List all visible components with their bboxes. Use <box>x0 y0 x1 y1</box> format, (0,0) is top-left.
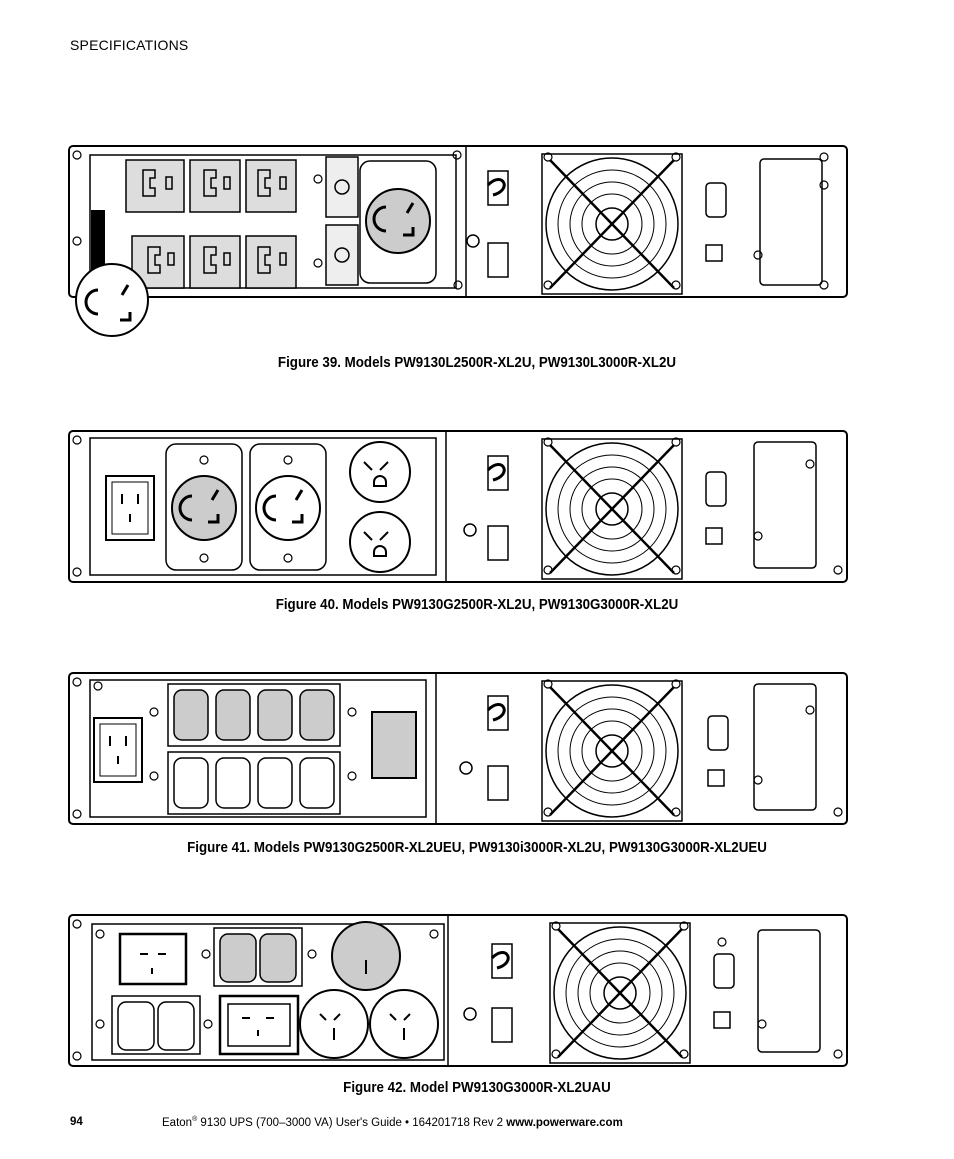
footer-brand: Eaton <box>162 1116 193 1129</box>
figure-39-illustration <box>68 145 848 345</box>
page-number: 94 <box>70 1116 83 1128</box>
figure-41-caption: Figure 41. Models PW9130G2500R-XL2UEU, P… <box>187 840 767 856</box>
footer-text: Eaton® 9130 UPS (700–3000 VA) User's Gui… <box>162 1116 623 1129</box>
figure-40-illustration <box>68 430 848 585</box>
figure-42-caption: Figure 42. Model PW9130G3000R-XL2UAU <box>343 1080 611 1096</box>
figure-42-illustration <box>68 914 848 1069</box>
figure-39-caption: Figure 39. Models PW9130L2500R-XL2U, PW9… <box>277 355 677 371</box>
figure-40-caption: Figure 40. Models PW9130G2500R-XL2U, PW9… <box>275 597 679 613</box>
registered-mark: ® <box>192 1116 198 1123</box>
footer-url[interactable]: www.powerware.com <box>506 1116 623 1129</box>
section-header: SPECIFICATIONS <box>70 37 189 53</box>
footer-doc-info: 9130 UPS (700–3000 VA) User's Guide • 16… <box>197 1116 507 1129</box>
figure-41-illustration <box>68 672 848 827</box>
